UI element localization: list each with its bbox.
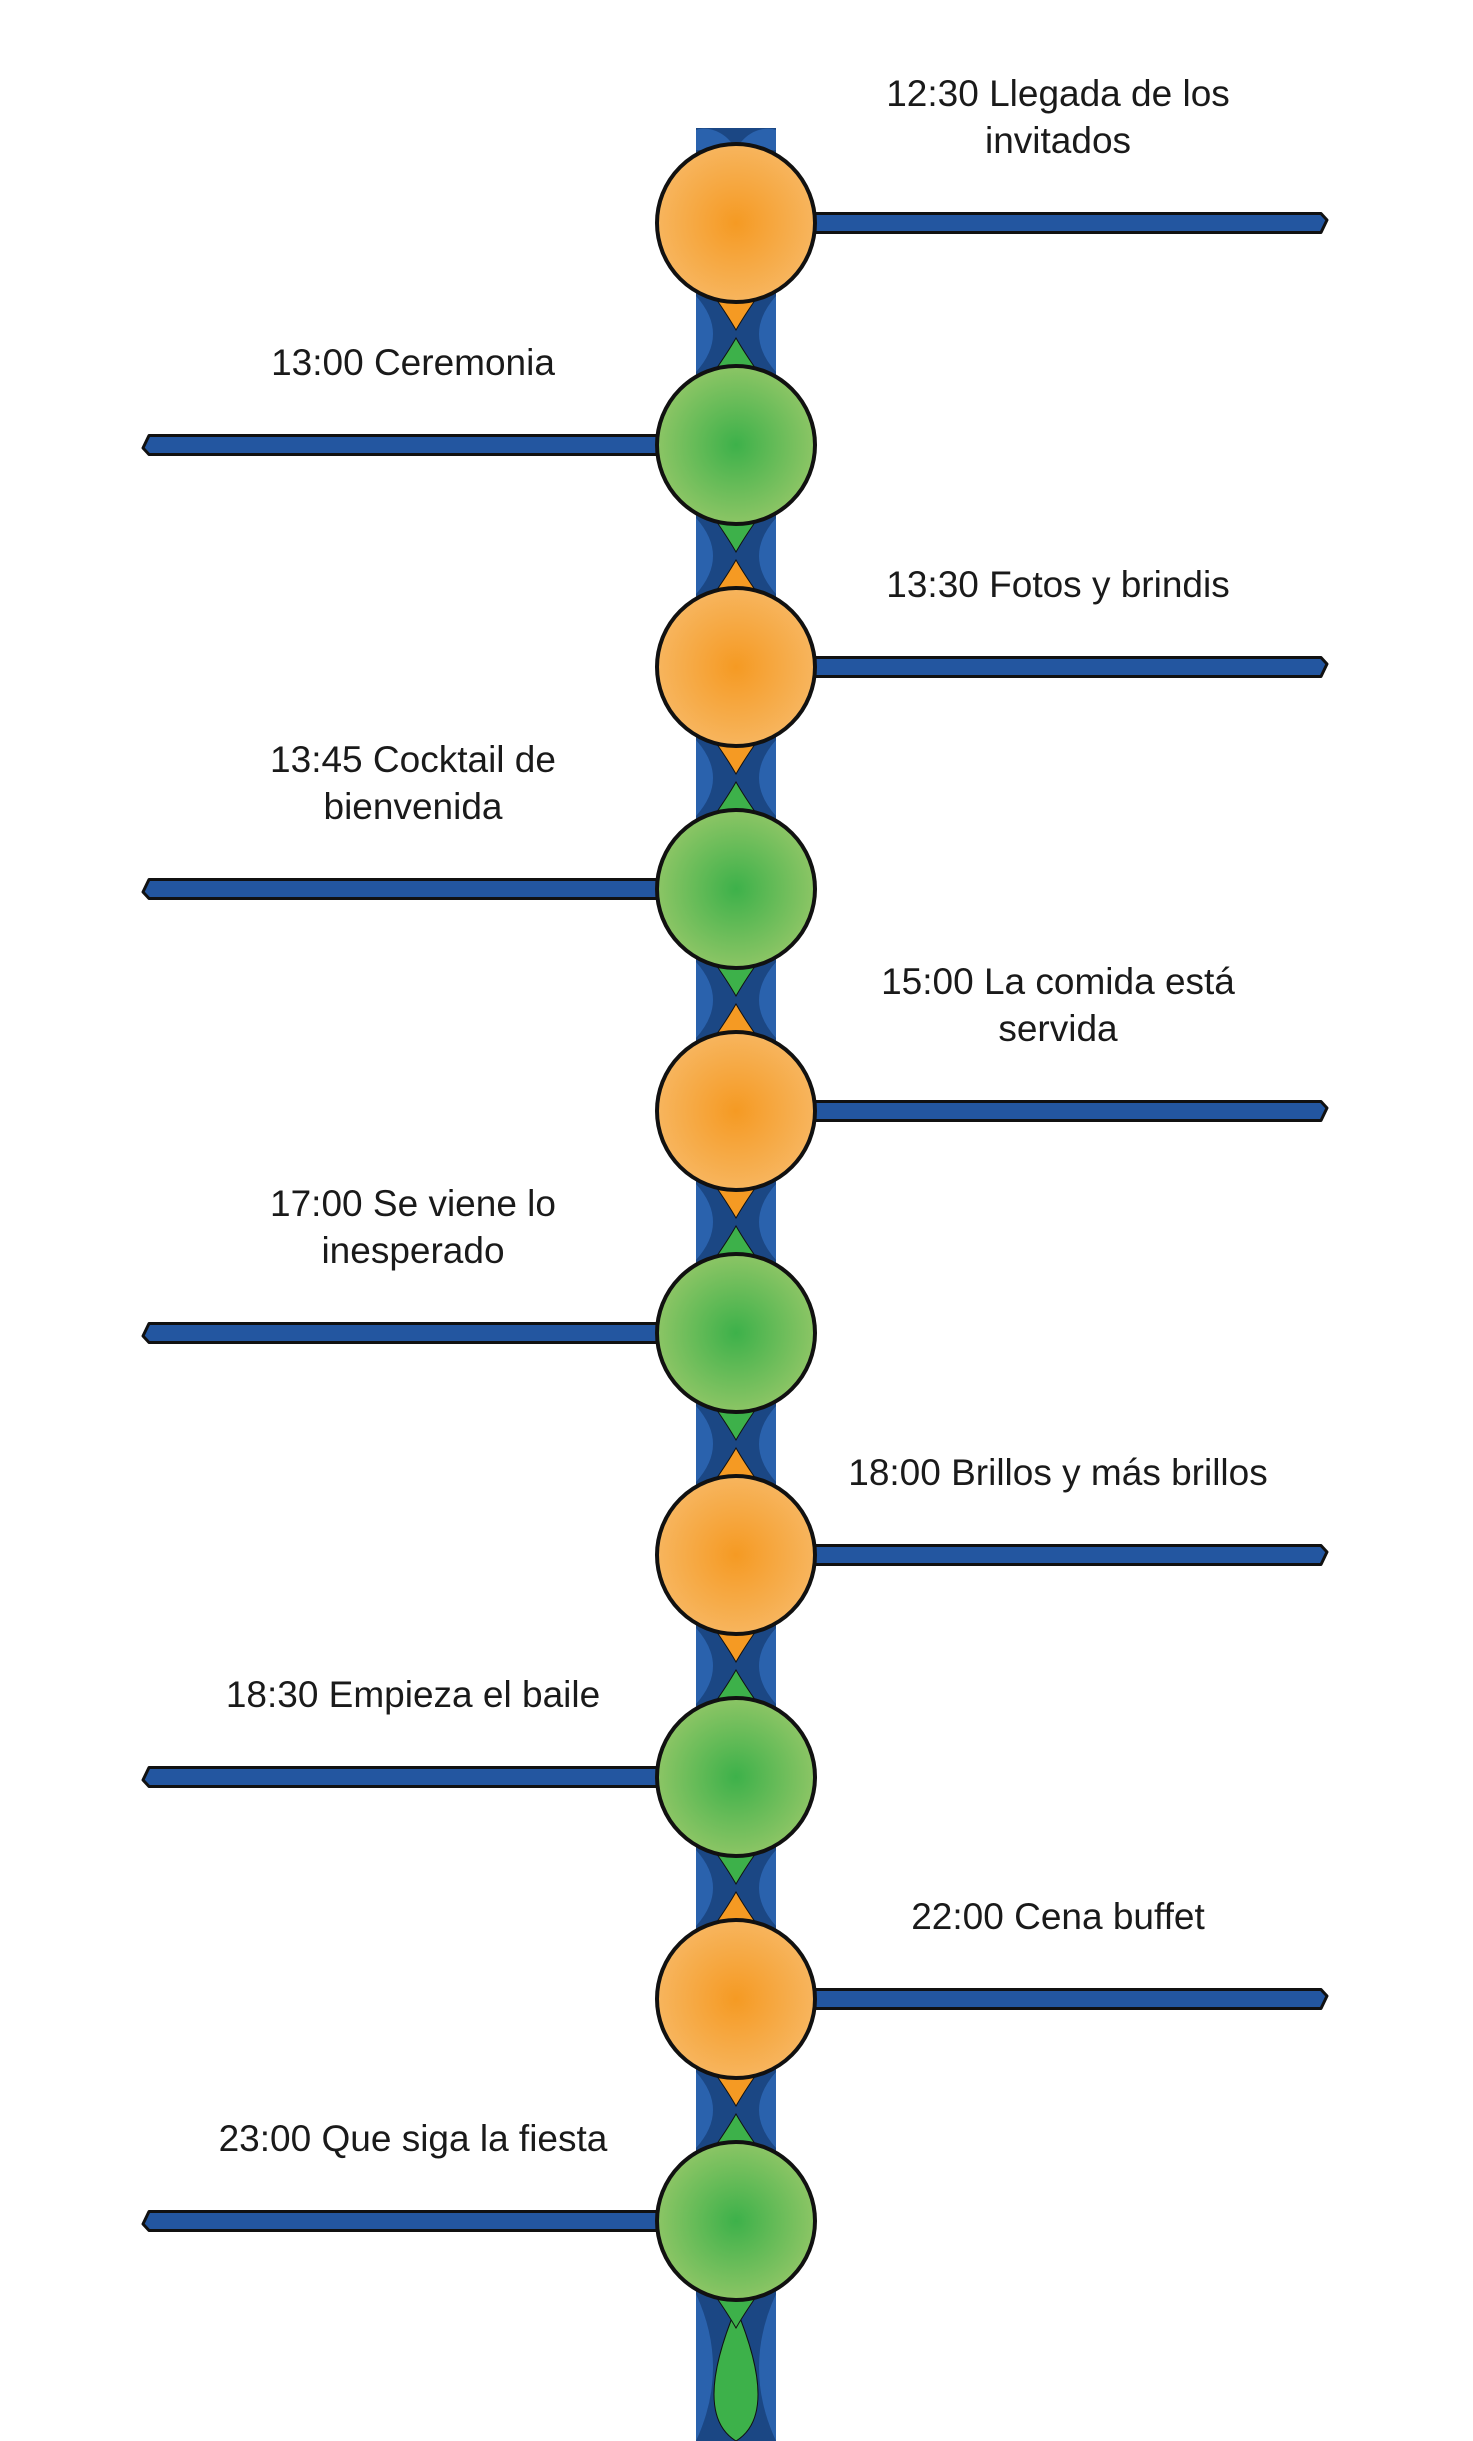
braid-lens-right — [759, 1406, 776, 1482]
braid-tip-down — [713, 739, 759, 776]
braid-lens-left — [696, 1850, 713, 1926]
braid-tip-down — [713, 1183, 759, 1220]
connector-bar — [807, 1100, 1329, 1122]
connector-bar — [807, 656, 1329, 678]
braid-lens-left — [696, 962, 713, 1038]
event-label-line: bienvenida — [324, 786, 503, 827]
event-node-1230 — [655, 142, 817, 304]
braid-lens-left — [696, 1406, 713, 1482]
connector-bar — [141, 1766, 665, 1788]
connector-bar — [807, 212, 1329, 234]
connector-bar — [141, 434, 665, 456]
braid-lens-right — [759, 2072, 776, 2148]
braid-lens-left — [696, 518, 713, 594]
braid-tip-down — [713, 1627, 759, 1664]
braid-tip-up — [713, 2112, 759, 2149]
braid-lens-right — [759, 296, 776, 372]
event-label-line: 13:00 Ceremonia — [271, 342, 555, 383]
event-label-1500: 15:00 La comida está servida — [881, 961, 1235, 1049]
event-nodes — [655, 142, 817, 2302]
event-label-1300: 13:00 Ceremonia — [271, 342, 555, 383]
event-label-1800: 18:00 Brillos y más brillos — [848, 1452, 1267, 1493]
connector-bar — [141, 2210, 665, 2232]
event-label-line: 15:00 La comida está — [881, 961, 1235, 1002]
braid-tip-up — [713, 1668, 759, 1705]
event-node-2300 — [655, 2140, 817, 2302]
event-label-line: 22:00 Cena buffet — [911, 1896, 1205, 1937]
braid-lens-right — [759, 2294, 776, 2441]
braid-lens-right — [759, 962, 776, 1038]
event-label-2200: 22:00 Cena buffet — [911, 1896, 1205, 1937]
event-label-2300: 23:00 Que siga la fiesta — [219, 2118, 608, 2159]
braid-lens-left — [696, 2294, 713, 2441]
braid-lens-left — [696, 740, 713, 816]
braid-tip-down — [713, 1405, 759, 1442]
braid-tip-up — [713, 1446, 759, 1483]
event-label-1330: 13:30 Fotos y brindis — [886, 564, 1229, 605]
event-node-1700 — [655, 1252, 817, 1414]
connector-bar — [807, 1988, 1329, 2010]
event-node-1500 — [655, 1030, 817, 1192]
connector-bar — [141, 1322, 665, 1344]
braid-lens-right — [759, 1628, 776, 1704]
braid-tip-down — [713, 1849, 759, 1886]
event-node-2200 — [655, 1918, 817, 2080]
braid-lens-right — [759, 1850, 776, 1926]
braid-tip-down — [713, 295, 759, 332]
braid-tail-lens — [713, 2306, 759, 2441]
event-label-line: 18:30 Empieza el baile — [226, 1674, 600, 1715]
braid-lens-right — [759, 740, 776, 816]
event-node-1830 — [655, 1696, 817, 1858]
event-node-1330 — [655, 586, 817, 748]
event-label-1345: 13:45 Cocktail de bienvenida — [270, 739, 556, 827]
event-node-1300 — [655, 364, 817, 526]
event-label-line: 13:45 Cocktail de — [270, 739, 556, 780]
braid-tip-down — [713, 517, 759, 554]
event-node-1345 — [655, 808, 817, 970]
event-label-line: inesperado — [321, 1230, 504, 1271]
braid-tip-up — [713, 1890, 759, 1927]
braid-tip-up — [713, 336, 759, 373]
event-label-line: 23:00 Que siga la fiesta — [219, 2118, 608, 2159]
connector-bar — [807, 1544, 1329, 1566]
braid-lens-right — [759, 518, 776, 594]
braid-tip-down — [713, 2071, 759, 2108]
braid-lens-left — [696, 296, 713, 372]
event-label-line: 12:30 Llegada de los — [886, 73, 1230, 114]
braid-lens-right — [759, 1184, 776, 1260]
event-label-1700: 17:00 Se viene lo inesperado — [270, 1183, 556, 1271]
event-label-line: 18:00 Brillos y más brillos — [848, 1452, 1267, 1493]
braid-lens-left — [696, 1184, 713, 1260]
event-label-line: servida — [998, 1008, 1118, 1049]
event-labels: 12:30 Llegada de los invitados 13:00 Cerem… — [219, 73, 1268, 2159]
event-label-1230: 12:30 Llegada de los invitados — [886, 73, 1230, 161]
braid-tip-up — [713, 780, 759, 817]
connector-bars — [141, 212, 1329, 2232]
event-label-line: invitados — [985, 120, 1131, 161]
braid-tip-down — [713, 961, 759, 998]
event-label-line: 17:00 Se viene lo — [270, 1183, 556, 1224]
braid-tip-up — [713, 558, 759, 595]
event-node-1800 — [655, 1474, 817, 1636]
braid-tip-up — [713, 1224, 759, 1261]
event-label-1830: 18:30 Empieza el baile — [226, 1674, 600, 1715]
connector-bar — [141, 878, 665, 900]
braid-lens-left — [696, 1628, 713, 1704]
event-label-line: 13:30 Fotos y brindis — [886, 564, 1229, 605]
braid-tip-up — [713, 1002, 759, 1039]
braid-tip-down — [713, 2293, 759, 2330]
braid-lens-left — [696, 2072, 713, 2148]
